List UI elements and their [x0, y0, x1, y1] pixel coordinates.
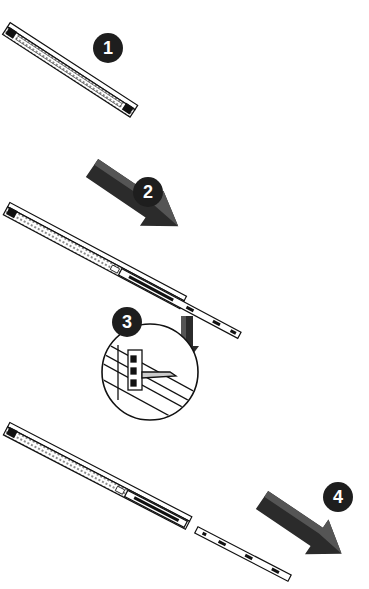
callout-number: 3: [112, 307, 142, 337]
outer-rail: [3, 422, 191, 529]
rail-assembly: [3, 202, 244, 339]
slide-arrow: [80, 151, 190, 244]
inner-rail: [195, 527, 291, 582]
callout-number: 4: [323, 482, 353, 512]
detail-magnifier: [100, 324, 210, 438]
callout-number: 2: [133, 177, 163, 207]
callout-number: 1: [93, 33, 123, 63]
outer-rail: [3, 23, 138, 118]
slide-arrow: [250, 483, 353, 572]
